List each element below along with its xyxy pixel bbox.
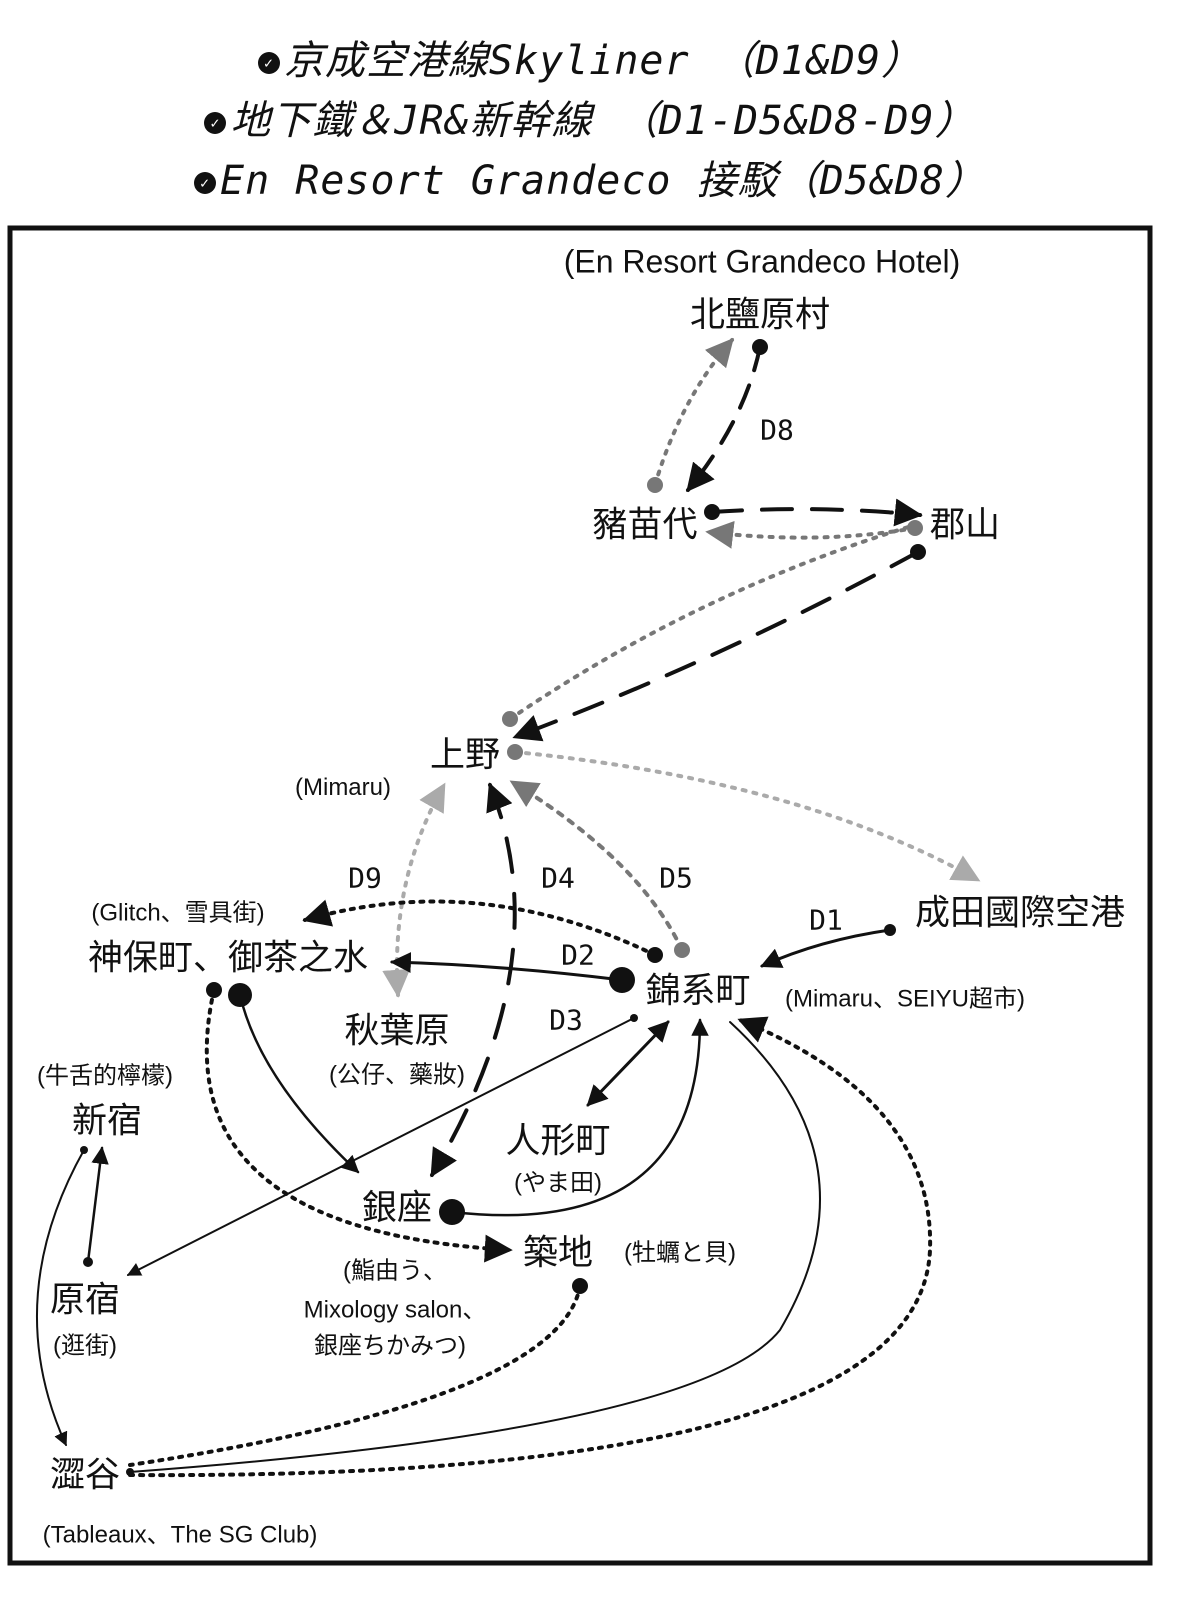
edge-kinshicho-jimbocho-d2 [389,952,628,986]
station-shinjuku: 新宿 [71,1101,143,1142]
day-label-d5: D5 [659,861,693,895]
day-label-d3: D3 [549,1003,583,1037]
station-shibuya: 澀谷 [49,1455,121,1496]
ningyocho-note: (やま田) [514,1169,602,1197]
legend-line-3: ✓En Resort Grandeco 接駁（D5&D8） [0,148,1180,206]
shinjuku-note: (牛舌的檸檬) [37,1062,173,1090]
station-kinshicho: 錦系町 [645,971,751,1012]
edge-shinjuku-shibuya [35,1146,88,1447]
edge-shibuya-kinshicho-dotted [128,1016,933,1478]
station-ningyocho: 人形町 [505,1121,611,1162]
harajuku-note: (逛街) [53,1332,117,1360]
kinshicho-note: (Mimaru、SEIYU超市) [784,985,1026,1013]
edge-ueno-ginza-d4 [430,782,517,1178]
edge-kinshicho-shibuya-solid [126,1021,821,1476]
station-ueno: 上野 [429,735,501,776]
edge-inawashiro-kitashiobara [647,337,734,493]
ginza-note-line-2: Mixology salon、 [303,1296,487,1324]
shibuya-note: (Tableaux、The SG Club) [42,1521,318,1549]
map-frame [7,225,1153,1566]
legend-line-2: ✓地下鐵＆JR&新幹線 （D1-D5&D8-D9） [0,88,1180,146]
akihabara-note: (公仔、藥妝) [329,1061,465,1089]
station-jimbocho: 神保町、御茶之水 [87,938,369,979]
edge-ueno-narita [507,744,981,882]
edge-harajuku-shinjuku [83,1146,109,1267]
day-label-d8: D8 [760,413,794,447]
edge-kinshicho-jimbocho-d9 [302,899,663,963]
edge-kitashiobara-inawashiro [686,339,768,493]
tsukiji-note: (牡蠣と貝) [624,1239,736,1267]
edge-ginza-kinshicho [447,1018,709,1217]
edge-tsukiji-shibuya [128,1278,588,1467]
edge-koriyama-ueno [512,544,926,742]
legend-line-1: ✓京成空港線Skyliner （D1&D9） [0,28,1180,86]
ginza-note-line-1: (鮨由う、 [343,1257,447,1285]
day-label-d1: D1 [809,903,843,937]
ginza-note-line-3: 銀座ちかみつ) [314,1332,466,1360]
check-circle-icon: ✓ [204,112,227,134]
edge-koriyama-inawashiro [705,520,923,549]
edge-kinshicho-ueno-d5 [509,780,690,958]
station-tsukiji: 築地 [522,1233,594,1274]
edge-inawashiro-koriyama [704,498,923,527]
station-koriyama: 郡山 [929,505,1001,546]
station-dot-jimbocho [228,983,252,1007]
station-kitashiobara: 北鹽原村 [689,295,831,336]
day-label-d2: D2 [561,938,595,972]
check-circle-icon: ✓ [194,172,217,194]
edge-jimbocho-tsukiji [204,982,513,1263]
ueno-note: (Mimaru) [295,774,391,801]
hotel-note: (En Resort Grandeco Hotel) [563,243,961,280]
station-inawashiro: 豬苗代 [592,505,698,546]
station-ginza: 銀座 [361,1188,433,1229]
station-dot-ginza [439,1199,465,1225]
station-harajuku: 原宿 [49,1280,121,1321]
station-akihabara: 秋葉原 [344,1011,450,1052]
day-label-d4: D4 [541,861,575,895]
edge-narita-kinshicho-d1 [760,924,896,968]
jimbocho-note: (Glitch、雪具街) [91,899,265,927]
station-dot-kinshicho [609,967,635,993]
station-narita: 成田國際空港 [914,893,1126,934]
day-label-d9: D9 [348,861,382,895]
check-circle-icon: ✓ [257,52,280,74]
edge-ueno-koriyama [502,523,917,727]
